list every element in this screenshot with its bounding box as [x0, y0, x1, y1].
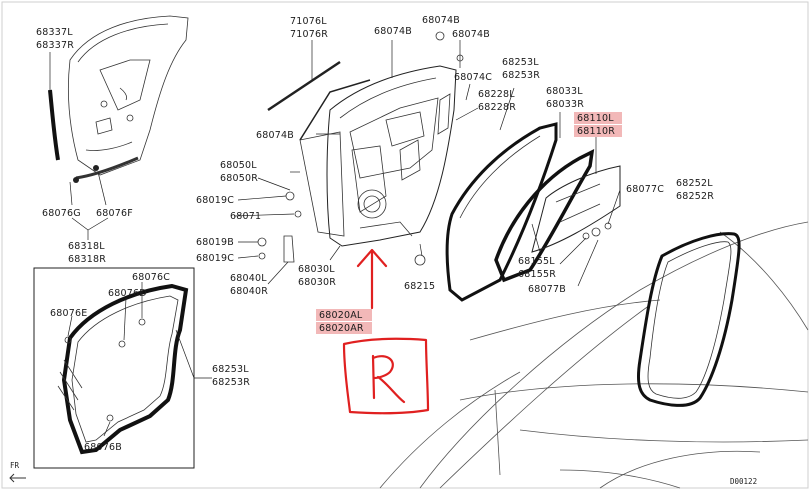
- door-panel: [233, 65, 479, 285]
- label-68074b-left: 68074B: [374, 26, 412, 37]
- label-68019b: 68019B: [196, 237, 234, 248]
- label-68074b-b: 68074B: [452, 29, 490, 40]
- label-68074b-mid: 68074B: [256, 130, 294, 141]
- label-68155r: 68155R: [518, 269, 556, 280]
- label-68020al: 68020AL: [319, 310, 363, 321]
- frame: [1, 1, 809, 489]
- label-68253r-box: 68253R: [212, 377, 250, 388]
- label-68033l: 68033L: [546, 86, 583, 97]
- label-68253r-top: 68253R: [502, 70, 540, 81]
- label-68076c: 68076C: [132, 272, 170, 283]
- label-68076d: 68076D: [108, 288, 147, 299]
- label-68030l: 68030L: [298, 264, 335, 275]
- car-body-outline: [379, 221, 809, 489]
- window-run-seals: [445, 87, 595, 302]
- body-opening-seal-68252: [636, 232, 741, 407]
- label-68110r: 68110R: [577, 126, 615, 137]
- label-68228l: 68228L: [478, 89, 515, 100]
- label-71076l: 71076L: [290, 16, 327, 27]
- label-68050r: 68050R: [220, 173, 258, 184]
- label-68077b: 68077B: [528, 284, 566, 295]
- label-68050l: 68050L: [220, 160, 257, 171]
- label-68253l-box: 68253L: [212, 364, 249, 375]
- label-68076e: 68076E: [50, 308, 87, 319]
- label-68253l-top: 68253L: [502, 57, 539, 68]
- label-68252l: 68252L: [676, 178, 713, 189]
- label-68076b: 68076B: [84, 442, 122, 453]
- front-indicator: FR: [9, 461, 26, 483]
- label-68030r: 68030R: [298, 277, 336, 288]
- label-68040l: 68040L: [230, 273, 267, 284]
- rear-door-sketch-topleft: [48, 15, 189, 240]
- label-68337l: 68337L: [36, 27, 73, 38]
- label-68228r: 68228R: [478, 102, 516, 113]
- label-68318l: 68318L: [68, 241, 105, 252]
- label-68019c-b: 68019C: [196, 253, 234, 264]
- part-labels: 68337L 68337R 71076L 71076R 68074B 68074…: [36, 15, 714, 453]
- label-68155l: 68155L: [518, 256, 555, 267]
- label-71076r: 71076R: [290, 29, 328, 40]
- label-68033r: 68033R: [546, 99, 584, 110]
- label-68110l: 68110L: [577, 113, 614, 124]
- label-68318r: 68318R: [68, 254, 106, 265]
- door-glass: [531, 136, 621, 287]
- label-68337r: 68337R: [36, 40, 74, 51]
- label-68077c: 68077C: [626, 184, 664, 195]
- label-68252r: 68252R: [676, 191, 714, 202]
- fr-label: FR: [10, 461, 20, 470]
- diagram-code: D00122: [730, 477, 757, 486]
- label-68071: 68071: [230, 211, 261, 222]
- label-68076g: 68076G: [42, 208, 81, 219]
- inset-box: [33, 267, 212, 469]
- window-channels: [267, 31, 464, 141]
- label-68076f: 68076F: [96, 208, 133, 219]
- label-68040r: 68040R: [230, 286, 268, 297]
- label-68074b-a: 68074B: [422, 15, 460, 26]
- label-68019c-a: 68019C: [196, 195, 234, 206]
- label-68020ar: 68020AR: [319, 323, 364, 334]
- red-annotation: [342, 248, 430, 415]
- label-68074c: 68074C: [454, 72, 492, 83]
- label-68215: 68215: [404, 281, 435, 292]
